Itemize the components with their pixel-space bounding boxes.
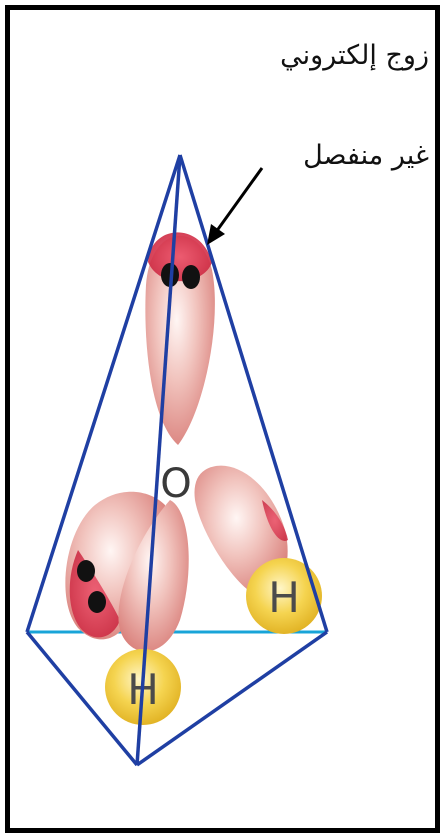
hydrogen-atom-right: H <box>246 558 322 634</box>
hydrogen-right-symbol: H <box>268 573 300 622</box>
electron-dot-icon <box>182 265 200 289</box>
electron-dot-icon <box>77 560 95 582</box>
electron-dot-icon <box>88 591 106 613</box>
oxygen-symbol: O <box>160 461 191 507</box>
arrow-icon <box>207 168 262 245</box>
lone-pair-lobe-top <box>145 232 215 445</box>
